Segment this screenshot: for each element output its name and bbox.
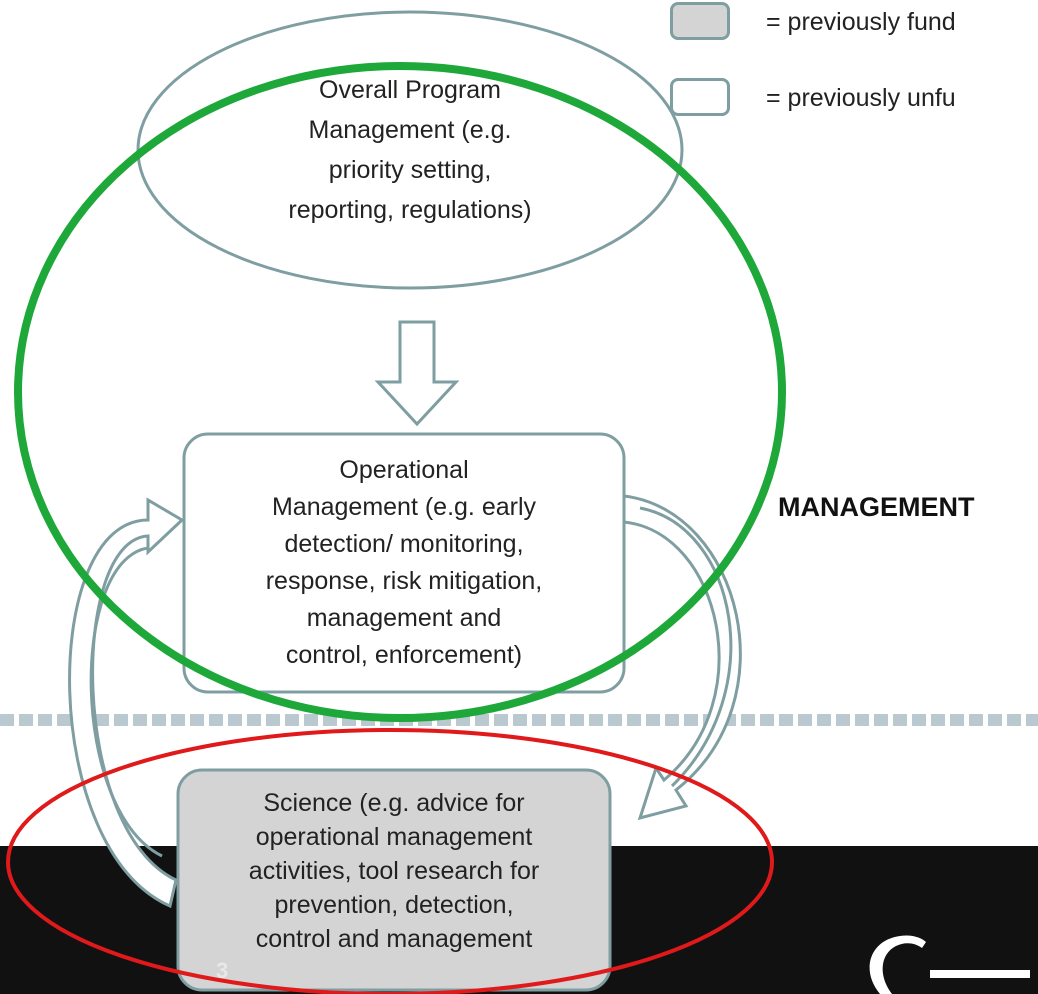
- management-section-label: MANAGEMENT: [778, 492, 975, 522]
- overall-line-4: reporting, regulations): [288, 196, 532, 224]
- down-arrow-icon: [374, 320, 460, 427]
- red-highlight-circle: [6, 728, 774, 994]
- operational-line-2: Management (e.g. early: [271, 493, 537, 521]
- green-highlight-circle: [14, 62, 786, 722]
- operational-line-3: detection/ monitoring,: [284, 530, 524, 558]
- operational-line-1: Operational: [339, 456, 469, 484]
- section-divider: [0, 714, 1038, 726]
- right-cycle-arrow-inner: [639, 506, 733, 788]
- overall-line-2: Management (e.g.: [308, 116, 512, 144]
- legend-unfunded-swatch: [670, 78, 730, 116]
- science-line-1: Science (e.g. advice for: [263, 789, 525, 817]
- science-section-label: SCIENCE: [780, 866, 901, 896]
- right-cycle-arrow: [622, 494, 742, 821]
- science-line-5: control and management: [255, 925, 533, 953]
- science-node: [176, 768, 612, 992]
- left-cycle-arrow-inner: [89, 546, 163, 858]
- overall-management-text: Overall Program Management (e.g. priorit…: [200, 70, 620, 230]
- operational-line-6: control, enforcement): [285, 641, 523, 669]
- page-number: 3: [216, 958, 229, 983]
- operational-management-node: [182, 432, 626, 694]
- overall-line-1: Overall Program: [319, 76, 501, 104]
- operational-line-4: response, risk mitigation,: [265, 567, 543, 595]
- legend-funded-label: = previously fund: [766, 8, 956, 36]
- legend-funded-swatch: [670, 2, 730, 40]
- science-line-4: prevention, detection,: [274, 891, 514, 919]
- science-text: Science (e.g. advice for operational man…: [182, 786, 606, 956]
- overall-line-3: priority setting,: [328, 156, 492, 184]
- operational-line-5: management and: [306, 604, 502, 632]
- legend-unfunded-label: = previously unfu: [766, 84, 956, 112]
- science-line-3: activities, tool research for: [248, 857, 540, 885]
- science-line-2: operational management: [255, 823, 533, 851]
- operational-management-text: Operational Management (e.g. early detec…: [190, 452, 618, 674]
- logo-icon: [800, 930, 1030, 994]
